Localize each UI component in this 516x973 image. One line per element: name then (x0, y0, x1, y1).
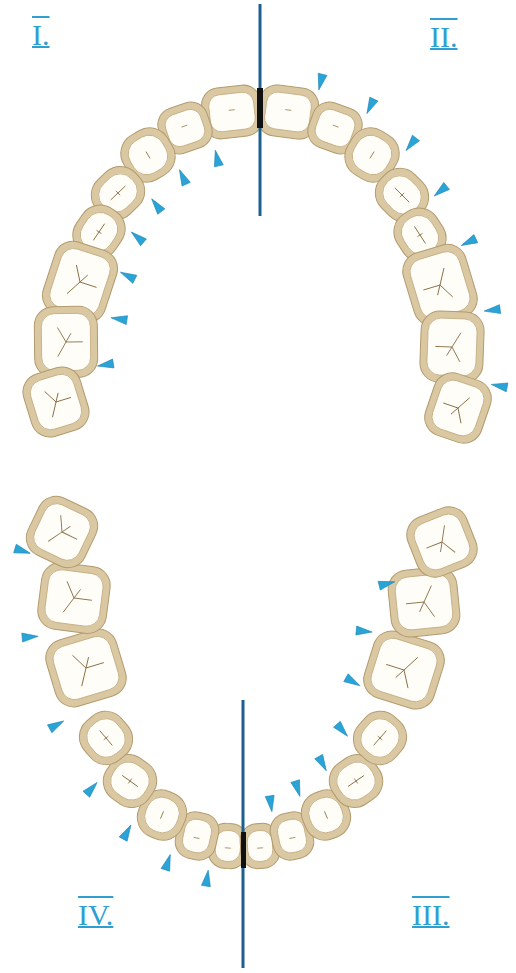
interdental-wedge (491, 380, 508, 392)
tooth (420, 368, 497, 449)
tooth (18, 362, 93, 441)
tooth (345, 703, 415, 774)
interdental-wedge (161, 853, 174, 871)
interdental-wedge (291, 780, 304, 798)
interdental-wedge (431, 182, 449, 199)
interdental-wedge (315, 754, 331, 772)
interdental-wedge (314, 73, 327, 91)
tooth (401, 501, 483, 583)
interdental-wedge (484, 305, 501, 316)
tooth (36, 560, 113, 635)
quadrant-label: III. (412, 900, 449, 930)
interdental-wedge (128, 229, 146, 246)
tooth (71, 703, 141, 774)
interdental-wedge (14, 544, 32, 557)
interdental-wedge (22, 632, 39, 642)
interdental-wedge (459, 235, 477, 250)
interdental-wedge (201, 870, 212, 887)
interdental-wedge (403, 135, 420, 153)
interdental-wedge (119, 823, 135, 841)
interdental-wedge (211, 149, 223, 167)
tooth (41, 624, 131, 711)
teeth (18, 83, 496, 870)
interdental-wedge (378, 577, 396, 590)
interdental-wedge (265, 795, 276, 812)
tooth (20, 490, 104, 574)
interdental-wedge (48, 717, 66, 733)
interdental-wedge (334, 721, 351, 739)
quadrant-label: I. (32, 20, 50, 50)
interdental-wedge (148, 196, 165, 214)
quadrant-label: II. (430, 22, 457, 52)
interdental-wedge (363, 97, 378, 115)
tooth (386, 565, 461, 639)
contact-mark (241, 832, 246, 868)
interdental-wedge (97, 359, 114, 370)
interdental-wedge (83, 779, 100, 797)
interdental-wedge (344, 674, 362, 690)
interdental-wedge (110, 313, 127, 324)
interdental-wedge (118, 268, 136, 283)
interdental-wedge (356, 626, 373, 636)
quadrant-label: IV. (78, 900, 113, 930)
contact-mark (257, 88, 263, 128)
interdental-wedge (175, 168, 190, 186)
tooth (359, 626, 449, 714)
